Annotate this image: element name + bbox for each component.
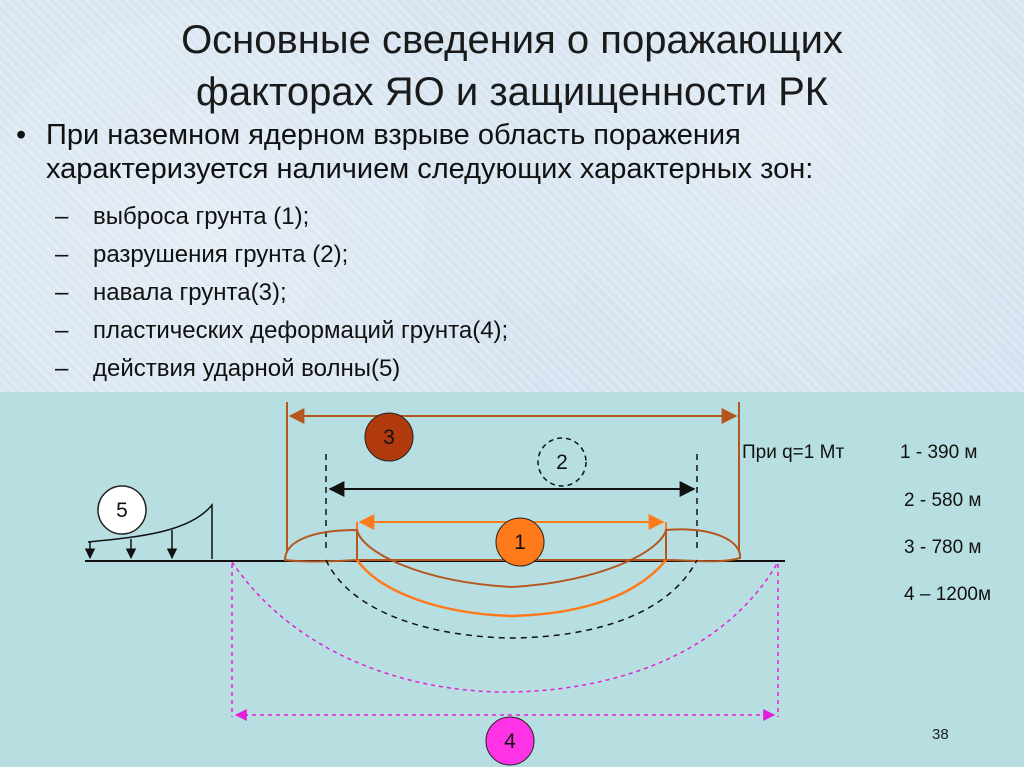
zone2-destruction-curve xyxy=(325,559,698,639)
zone-list-item: –разрушения грунта (2); xyxy=(55,236,955,274)
zone4-deformation-curve xyxy=(231,561,779,693)
zone3-label: 3 xyxy=(383,426,395,449)
zone2-label: 2 xyxy=(556,451,568,474)
zone5-marker: 5 xyxy=(97,485,147,535)
main-bullet: • При наземном ядерном взрыве область по… xyxy=(16,118,1006,186)
dash-marker: – xyxy=(55,203,69,230)
zone1-label: 1 xyxy=(514,531,526,554)
slide-title: Основные сведения о поражающих факторах … xyxy=(0,14,1024,118)
radius-2: 2 - 580 м xyxy=(904,490,982,511)
bullet-text-line-1: При наземном ядерном взрыве область пора… xyxy=(46,119,741,151)
zone3-marker: 3 xyxy=(364,412,414,462)
radius-3: 3 - 780 м xyxy=(904,537,982,558)
dash-marker: – xyxy=(55,279,69,306)
zone-list-text: действия ударной волны(5) xyxy=(93,355,401,382)
zone1-marker: 1 xyxy=(495,517,545,567)
zone-list-text: выброса грунта (1); xyxy=(93,203,310,230)
page-number: 38 xyxy=(932,726,949,743)
title-line-2: факторах ЯО и защищенности РК xyxy=(195,70,829,114)
zone-list-item: –действия ударной волны(5) xyxy=(55,350,955,388)
zone4-label: 4 xyxy=(504,730,516,753)
radius-4: 4 – 1200м xyxy=(904,584,992,605)
zone-list-item: –навала грунта(3); xyxy=(55,274,955,312)
diagram-panel: 3 2 1 4 5 xyxy=(0,392,1024,767)
zone-list-item: –выброса грунта (1); xyxy=(55,198,955,236)
yield-condition: При q=1 Мт xyxy=(742,442,845,463)
zone4-marker: 4 xyxy=(485,716,535,766)
bullet-dot: • xyxy=(16,119,27,151)
zone5-label: 5 xyxy=(116,499,128,522)
crater-heap-outline xyxy=(283,528,742,589)
dash-marker: – xyxy=(55,355,69,382)
dash-marker: – xyxy=(55,241,69,268)
zone-list-text: навала грунта(3); xyxy=(93,279,287,306)
title-line-1: Основные сведения о поражающих xyxy=(181,18,843,62)
zone-list-item: –пластических деформаций грунта(4); xyxy=(55,312,955,350)
radius-1: 1 - 390 м xyxy=(900,442,978,463)
zone2-marker: 2 xyxy=(537,437,587,487)
zone-list-text: пластических деформаций грунта(4); xyxy=(93,317,509,344)
zone1-ejection-curve xyxy=(355,559,667,618)
bullet-text-line-2: характеризуется наличием следующих харак… xyxy=(46,153,814,185)
shock-wave-front xyxy=(87,502,213,559)
zone-list: –выброса грунта (1); –разрушения грунта … xyxy=(55,198,955,388)
dash-marker: – xyxy=(55,317,69,344)
zone-list-text: разрушения грунта (2); xyxy=(93,241,349,268)
explosion-zones-diagram: 3 2 1 4 5 xyxy=(84,402,785,766)
